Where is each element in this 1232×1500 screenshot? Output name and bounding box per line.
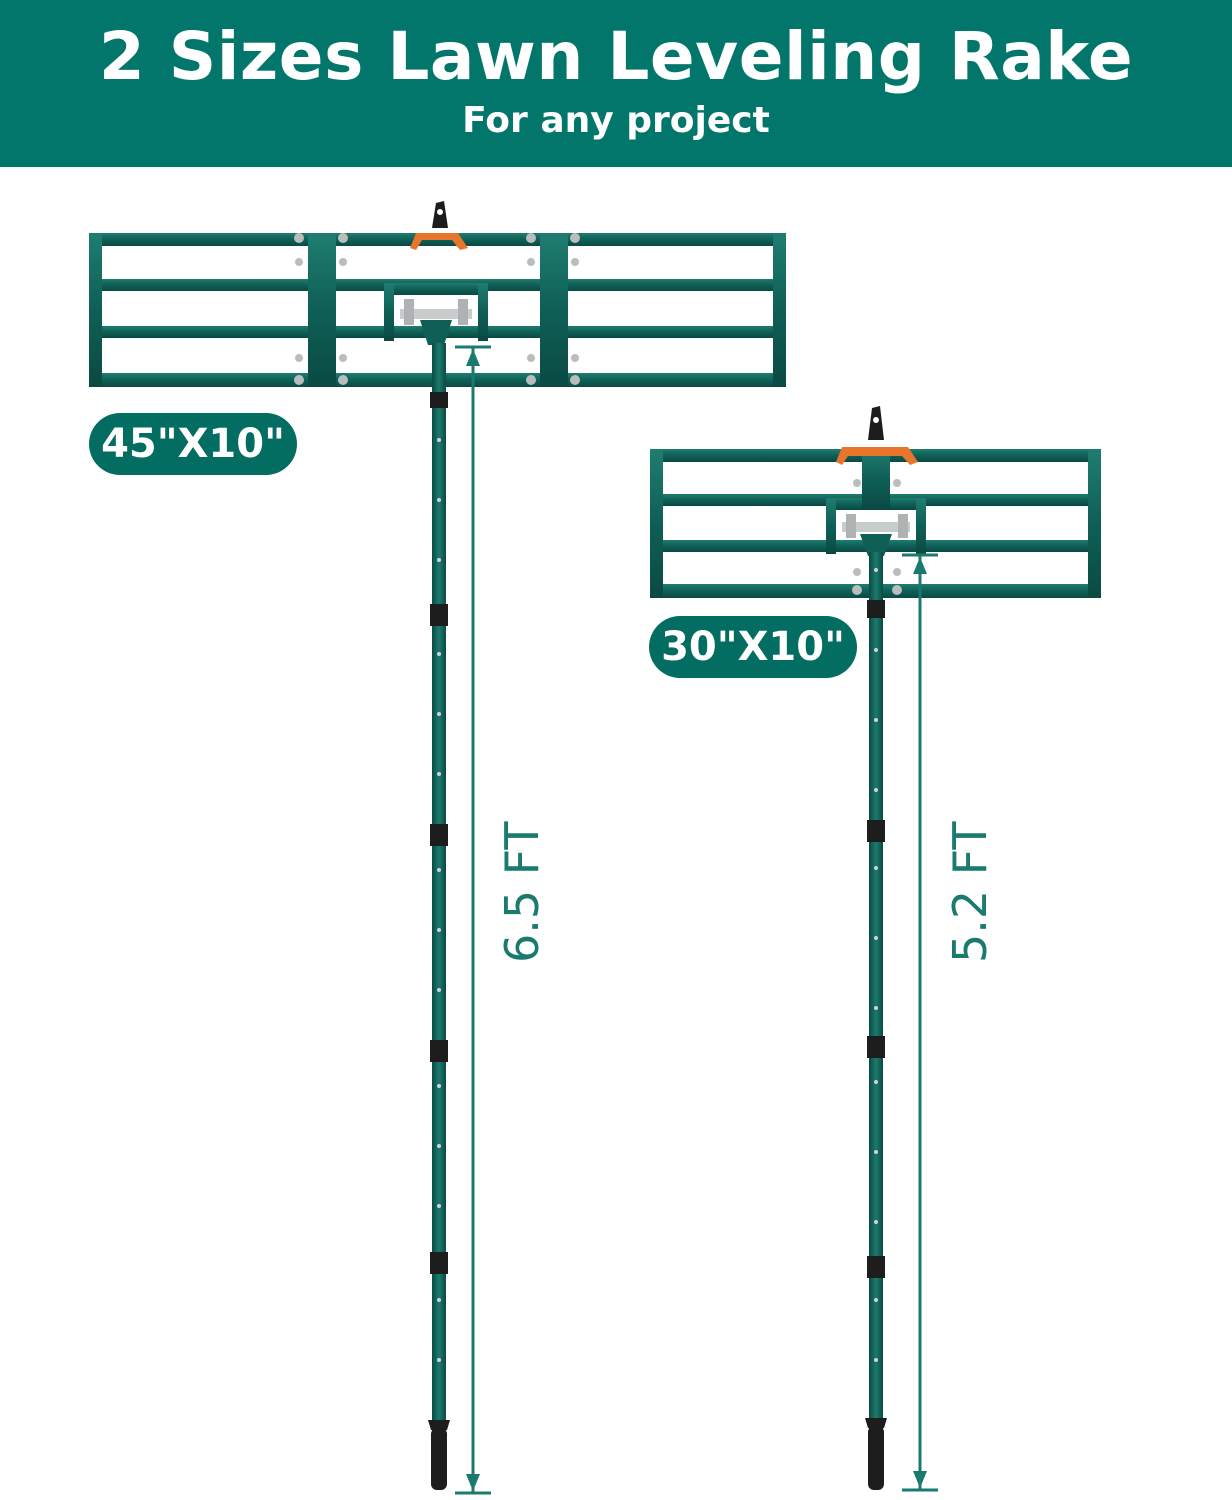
large-rake-pole-holes xyxy=(437,438,441,1362)
large-rake-bolts xyxy=(294,233,580,385)
small-rake-pole xyxy=(869,552,883,1442)
page-title: 2 Sizes Lawn Leveling Rake xyxy=(98,18,1134,95)
small-rake-grip xyxy=(865,1418,887,1490)
small-rake-bolts xyxy=(852,479,902,595)
large-rake xyxy=(89,201,786,1495)
handle-length-small: 5.2 FT xyxy=(943,821,997,963)
large-rake-pole xyxy=(432,343,446,1443)
header-banner: 2 Sizes Lawn Leveling Rake For any proje… xyxy=(0,0,1232,167)
size-badge-large: 45"X10" xyxy=(89,413,297,475)
large-rake-measure-line xyxy=(455,345,491,1495)
small-rake xyxy=(650,406,1101,1492)
large-rake-pole-joints xyxy=(430,392,448,1274)
large-rake-hook xyxy=(410,201,468,250)
small-rake-joint xyxy=(842,514,910,556)
small-rake-hook xyxy=(836,406,918,465)
size-badge-small: 30"X10" xyxy=(649,616,857,678)
handle-length-large: 6.5 FT xyxy=(495,821,549,963)
large-rake-joint xyxy=(400,299,472,345)
large-rake-grip xyxy=(428,1420,450,1490)
page-subtitle: For any project xyxy=(462,100,770,141)
small-rake-pole-holes xyxy=(874,568,878,1362)
small-rake-pole-joints xyxy=(867,600,885,1278)
small-rake-measure-line xyxy=(902,553,938,1492)
